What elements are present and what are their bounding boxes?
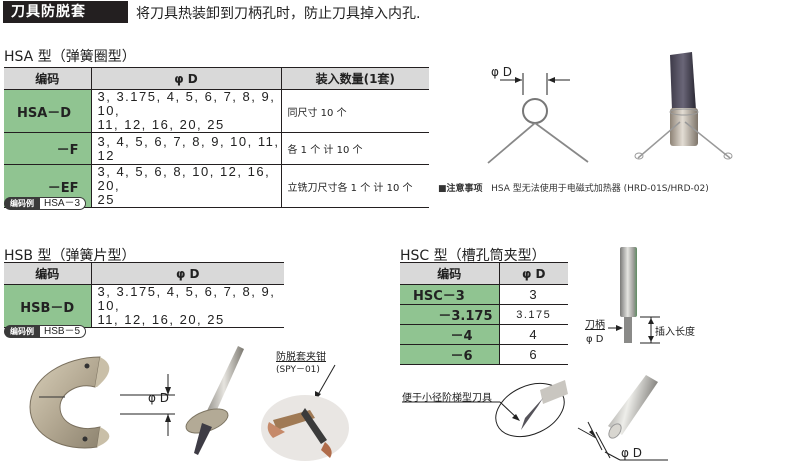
col-header-code: 编码 — [4, 67, 92, 90]
hsb-table: 编码 φ D HSB－D 3, 3.175, 4, 5, 6, 7, 8, 9,… — [4, 262, 284, 328]
diameter-cell: 3, 4, 5, 6, 7, 8, 9, 10, 11, 12 — [90, 132, 282, 165]
tool-diameter-label: φ D — [621, 446, 642, 460]
table-row: HSA－D 3, 3.175, 4, 5, 6, 7, 8, 9, 10,11,… — [4, 89, 429, 133]
hsa-table: 编码 φ D 装入数量(1套) HSA－D 3, 3.175, 4, 5, 6,… — [4, 67, 429, 208]
example-label: 编码例 — [4, 325, 40, 338]
hsc-collet-diagram — [608, 247, 660, 344]
hsb-code-example: 编码例 HSB－5 — [4, 325, 87, 338]
quantity-cell: 各 1 个 计 10 个 — [280, 132, 429, 165]
table-row: －4 4 — [400, 324, 568, 345]
hsa-spring-diagram — [487, 73, 589, 164]
code-cell: －3.175 — [400, 304, 500, 325]
diameter-cell: 3.175 — [498, 304, 568, 325]
code-cell: －4 — [400, 324, 500, 345]
diameter-cell: 3 — [498, 284, 568, 305]
note-text: HSA 型无法使用于电磁式加热器 (HRD-01S/HRD-02) — [491, 184, 709, 194]
small-tool-label: 便于小径阶梯型刀具 — [402, 393, 492, 404]
table-row: －F 3, 4, 5, 6, 7, 8, 9, 10, 11, 12 各 1 个… — [4, 132, 429, 165]
hsa-code-example: 编码例 HSA－3 — [4, 197, 87, 210]
hsb-diameter-label: φ D — [148, 391, 169, 405]
insert-length-label: 插入长度 — [655, 327, 695, 338]
diameter-cell: 4 — [498, 324, 568, 345]
table-row: －EF 3, 4, 5, 6, 8, 10, 12, 16, 20,25 立铣刀… — [4, 164, 429, 208]
table-row: －3.175 3.175 — [400, 304, 568, 325]
hsa-diameter-label: φ D — [491, 65, 512, 79]
hsb-c-ring-photo — [29, 356, 175, 449]
code-cell: －F — [4, 132, 92, 165]
diameter-cell: 6 — [498, 344, 568, 365]
pliers-model: (SPY－01) — [276, 365, 320, 375]
note-label: ■注意事项 — [438, 184, 483, 194]
code-cell: －EF — [4, 164, 92, 208]
code-cell: HSC－3 — [400, 284, 500, 305]
quantity-cell: 立铣刀尺寸各 1 个 计 10 个 — [280, 164, 429, 208]
code-cell: HSA－D — [4, 89, 92, 133]
col-header-diameter: φ D — [90, 262, 284, 285]
hsc-table: 编码 φ D HSC－3 3 －3.175 3.175 －4 4 －6 6 — [400, 262, 568, 365]
section-description: 将刀具热装卸到刀柄孔时，防止刀具掉入内孔. — [136, 6, 421, 22]
pliers-photo — [261, 364, 349, 461]
hsa-heading: HSA 型（弹簧圈型） — [4, 49, 136, 65]
pliers-label: 防脱套夹钳 — [276, 352, 326, 363]
diameter-cell: 3, 3.175, 4, 5, 6, 7, 8, 9, 10,11, 12, 1… — [90, 89, 282, 133]
diameter-cell: 3, 3.175, 4, 5, 6, 7, 8, 9, 10,11, 12, 1… — [90, 284, 284, 328]
col-header-diameter: φ D — [90, 67, 282, 90]
example-value: HSA－3 — [40, 197, 87, 210]
hsa-caution-note: ■注意事项 HSA 型无法使用于电磁式加热器 (HRD-01S/HRD-02) — [438, 181, 709, 194]
diameter-cell: 3, 4, 5, 6, 8, 10, 12, 16, 20,25 — [90, 164, 282, 208]
hsc-heading: HSC 型（槽孔筒夹型） — [400, 248, 546, 264]
quantity-cell: 同尺寸 10 个 — [280, 89, 429, 133]
code-cell: HSB－D — [4, 284, 92, 328]
table-row: －6 6 — [400, 344, 568, 365]
col-header-code: 编码 — [4, 262, 92, 285]
col-header-diameter: φ D — [498, 262, 568, 285]
col-header-quantity: 装入数量(1套) — [280, 67, 429, 90]
example-label: 编码例 — [4, 197, 40, 210]
table-row: HSB－D 3, 3.175, 4, 5, 6, 7, 8, 9, 10,11,… — [4, 284, 284, 328]
hsb-tool-photo — [185, 346, 244, 455]
section-title: 刀具防脱套 — [3, 1, 128, 23]
shank-label: 刀柄 — [585, 320, 605, 331]
hsb-heading: HSB 型（弹簧片型） — [4, 248, 136, 264]
shank-diameter-label: φ D — [586, 334, 604, 345]
hsa-endmill-photo — [634, 52, 733, 160]
example-value: HSB－5 — [40, 325, 87, 338]
col-header-code: 编码 — [400, 262, 500, 285]
hsc-small-tool-diagram — [402, 375, 668, 461]
code-cell: －6 — [400, 344, 500, 365]
table-row: HSC－3 3 — [400, 284, 568, 305]
